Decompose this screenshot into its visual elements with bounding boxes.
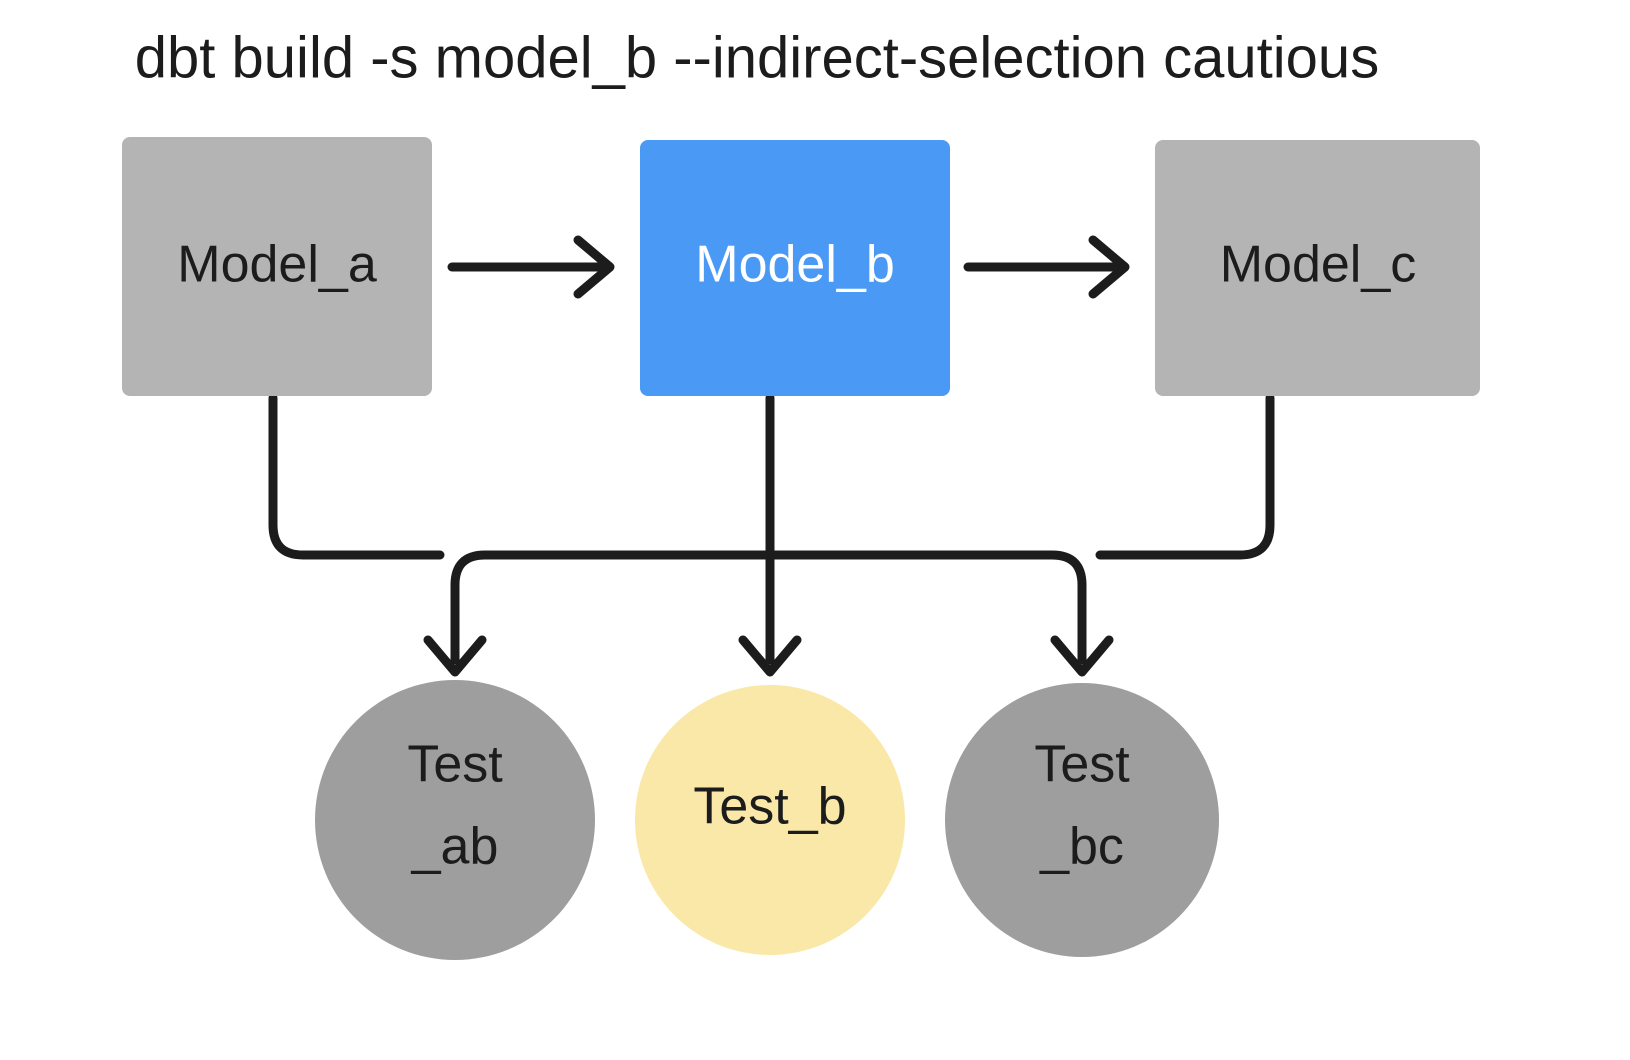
node-label-model_b: Model_b xyxy=(695,236,894,294)
diagram-title: dbt build -s model_b --indirect-selectio… xyxy=(135,25,1379,90)
edge-model_b-model_c xyxy=(963,235,1130,299)
node-shape-circle[interactable] xyxy=(945,683,1219,957)
node-model_a[interactable]: Model_a xyxy=(122,137,432,396)
arrow-head-icon xyxy=(423,635,487,677)
node-model_b[interactable]: Model_b xyxy=(640,140,950,396)
edge-model_c-test_bc xyxy=(1095,393,1275,560)
test-node-layer: Test _ab Test_b Test _bc xyxy=(315,680,1219,960)
node-shape-circle[interactable] xyxy=(635,685,905,955)
node-shape-circle[interactable] xyxy=(315,680,595,960)
edge-model_b-test_bc xyxy=(765,550,1114,677)
node-label-test_ab-line1: Test xyxy=(407,736,503,794)
node-label-model_a: Model_a xyxy=(177,236,377,294)
node-test_b[interactable]: Test_b xyxy=(635,685,905,955)
edge-line xyxy=(450,550,775,665)
edge-model_a-model_b xyxy=(447,235,615,299)
edge-line xyxy=(765,550,1087,665)
arrow-head-icon xyxy=(573,235,615,299)
node-model_c[interactable]: Model_c xyxy=(1155,140,1480,396)
edge-model_b-test_b xyxy=(738,393,802,677)
node-label-test_ab-line2: _ab xyxy=(411,818,499,876)
edge-model_b-test_ab xyxy=(423,550,775,677)
arrow-head-icon xyxy=(738,635,802,677)
node-test_ab[interactable]: Test _ab xyxy=(315,680,595,960)
arrow-head-icon xyxy=(1050,635,1114,677)
node-label-test_bc-line2: _bc xyxy=(1039,818,1124,876)
node-label-test_bc-line1: Test xyxy=(1034,736,1130,794)
node-shape-rect[interactable] xyxy=(1155,140,1480,396)
edge-line xyxy=(1095,393,1275,560)
edge-layer xyxy=(268,235,1275,677)
edge-model_a-test_ab xyxy=(268,393,445,560)
node-label-model_c: Model_c xyxy=(1220,236,1417,294)
node-label-test_b-line1: Test_b xyxy=(693,778,846,836)
node-shape-rect[interactable] xyxy=(122,137,432,396)
node-test_bc[interactable]: Test _bc xyxy=(945,683,1219,957)
edge-line xyxy=(268,393,445,560)
node-shape-rect[interactable] xyxy=(640,140,950,396)
model-node-layer: Model_a Model_b Model_c xyxy=(122,137,1480,396)
arrow-head-icon xyxy=(1088,235,1130,299)
